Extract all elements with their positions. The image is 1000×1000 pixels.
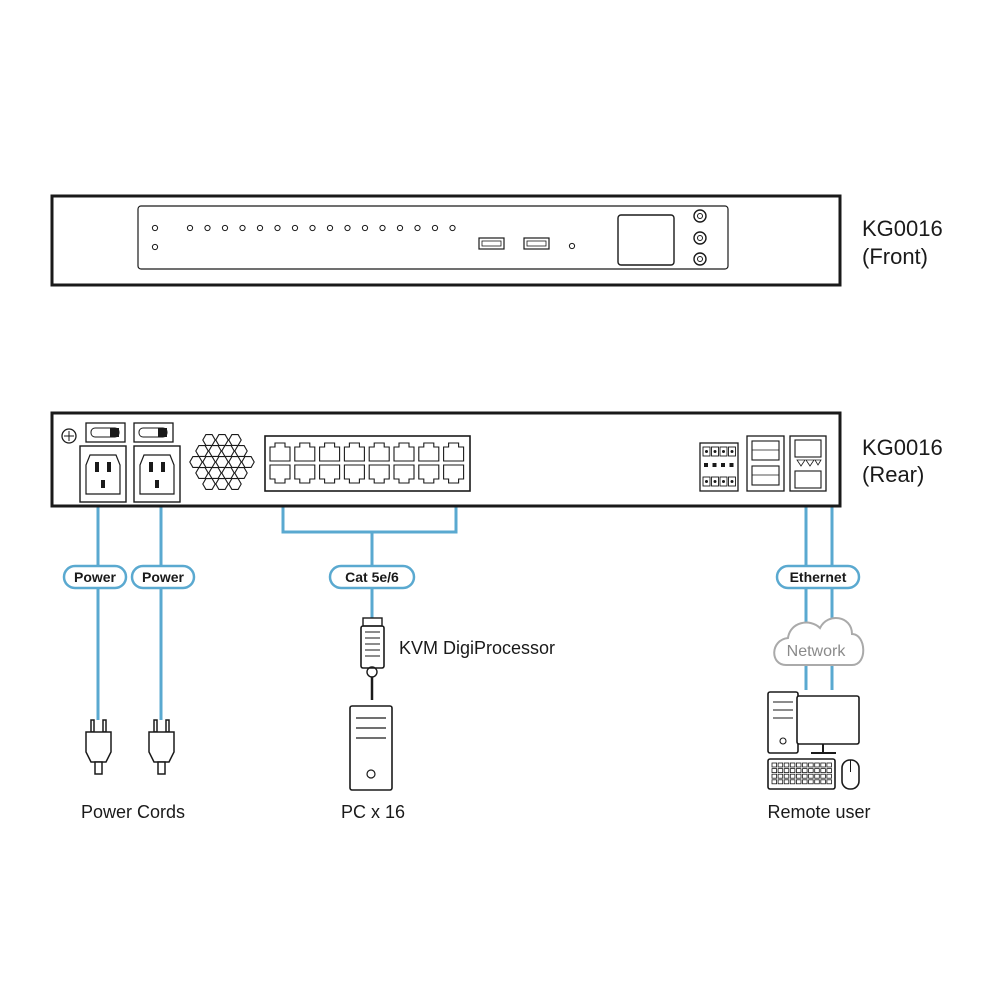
vent-hole (195, 467, 209, 479)
power-plug-icon-2 (148, 719, 175, 775)
kvm-processor-label: KVM DigiProcessor (399, 638, 555, 658)
front-panel (50, 194, 842, 287)
remote-user-label: Remote user (767, 802, 870, 822)
kvm-port-block (264, 435, 471, 492)
rj45-port (368, 442, 390, 462)
rear-model-label: KG0016 (862, 435, 943, 460)
rj45-port (393, 464, 415, 484)
status-led (568, 242, 576, 250)
vent-hole (221, 445, 235, 457)
vent-hole (202, 478, 216, 490)
rj45-port (343, 442, 365, 462)
rj45-port (294, 464, 316, 484)
port-led-row (186, 224, 456, 232)
port-led (274, 224, 281, 232)
front-led-left-bottom (151, 243, 159, 251)
front-button-1 (693, 209, 707, 223)
power-plug-icon-1 (85, 719, 112, 775)
workstation-monitor (796, 695, 860, 745)
port-led (256, 224, 264, 232)
port-led (396, 224, 404, 232)
rear-view-label: (Rear) (862, 462, 924, 487)
svg-text:Cat 5e/6: Cat 5e/6 (345, 569, 399, 585)
rj45-port (443, 442, 465, 462)
port-led (291, 224, 299, 232)
ground-screw-icon (61, 428, 77, 444)
front-model-label: KG0016 (862, 216, 943, 241)
port-led (361, 224, 369, 232)
power-pill-2: Power (130, 564, 196, 590)
vent-hole (234, 445, 248, 457)
rj45-port (418, 442, 440, 462)
vent-hole (208, 467, 222, 479)
cables (96, 488, 834, 720)
usb-port-2 (523, 237, 550, 250)
keyboard-icon (767, 758, 836, 790)
rj45-port (294, 442, 316, 462)
rj45-port (443, 464, 465, 484)
rj45-port (418, 464, 440, 484)
port-led (449, 224, 456, 232)
svg-text:Power: Power (74, 569, 117, 585)
svg-text:Power: Power (142, 569, 185, 585)
rear-panel (50, 411, 842, 508)
cat-pill: Cat 5e/6 (328, 564, 416, 590)
rj45-port (319, 464, 341, 484)
lan-ports (789, 435, 827, 492)
vent-hole (241, 456, 255, 468)
console-ports (746, 435, 785, 492)
fan-vent (189, 434, 255, 490)
port-led (239, 224, 246, 232)
svg-text:Ethernet: Ethernet (790, 569, 847, 585)
lcd-display (617, 214, 675, 266)
ethernet-pill: Ethernet (775, 564, 861, 590)
rj45-port (368, 464, 390, 484)
ac-inlet-1 (79, 445, 127, 503)
rj45-port (269, 442, 291, 462)
rj45-port (343, 464, 365, 484)
front-view-label: (Front) (862, 244, 928, 269)
port-led (204, 224, 211, 232)
front-button-2 (693, 231, 707, 245)
vent-hole (195, 445, 209, 457)
vent-hole (234, 467, 248, 479)
network-label: Network (787, 643, 847, 660)
vent-hole (221, 467, 235, 479)
power-switch-2 (133, 422, 174, 443)
vent-hole (215, 478, 229, 490)
remote-user-computer-icon (767, 691, 860, 790)
power-switch-1 (85, 422, 126, 443)
terminal-block (699, 442, 739, 492)
front-inner-panel (137, 205, 729, 270)
port-led (326, 224, 334, 232)
kvm-ports (269, 442, 465, 484)
usb-port-1 (478, 237, 505, 250)
port-led (309, 224, 316, 232)
port-led (221, 224, 229, 232)
port-led (186, 224, 194, 232)
rj45-port (393, 442, 415, 462)
rj45-port (319, 442, 341, 462)
pc-label: PC x 16 (341, 802, 405, 822)
pc-tower-icon (349, 705, 393, 791)
rj45-port (269, 464, 291, 484)
front-led-left-top (151, 224, 159, 232)
port-led (431, 224, 439, 232)
vent-hole (228, 478, 242, 490)
port-led (414, 224, 421, 232)
vent-hole (208, 445, 222, 457)
port-led (379, 224, 386, 232)
kvm-digiprocessor-icon (360, 617, 385, 700)
cat-cable-bracket (281, 490, 458, 534)
ac-inlet-2 (133, 445, 181, 503)
front-button-3 (693, 252, 707, 266)
power-cords-label: Power Cords (81, 802, 185, 822)
network-cloud-icon: Network (773, 617, 865, 666)
power-pill-1: Power (62, 564, 128, 590)
port-led (344, 224, 351, 232)
